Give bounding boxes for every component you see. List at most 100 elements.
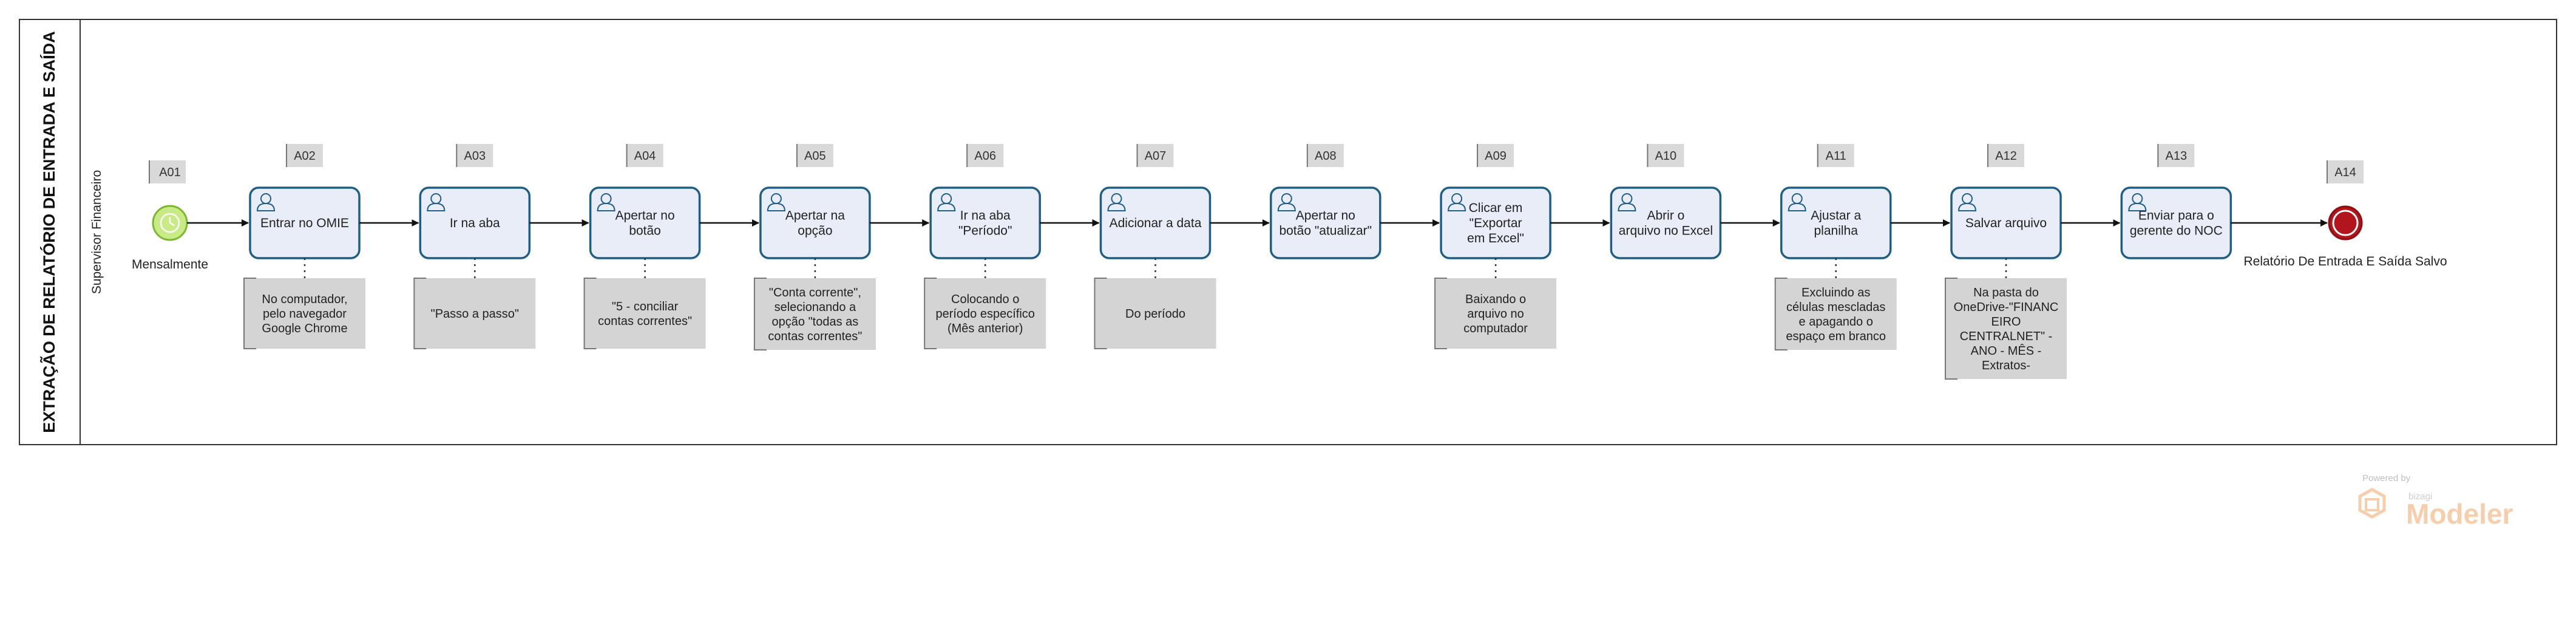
user-icon-body [427,202,446,211]
annotation-text-line: "5 - conciliar [612,300,679,313]
task-box[interactable] [759,186,871,259]
task-label-line: arquivo no Excel [1619,224,1713,238]
task-box[interactable] [2120,186,2232,259]
annotation-text-line: opção "todas as [772,315,859,329]
annotation-text-line: arquivo no [1467,307,1524,321]
task-id-tab [2158,144,2195,167]
task-label: Entrar no OMIE [260,216,349,230]
annotation-bracket [1094,278,1107,349]
task-id: A03 [464,149,486,163]
task-box[interactable] [1780,186,1892,259]
branding-product: Modeler [2406,498,2513,530]
task-label-line: Ir na aba [960,209,1011,223]
user-task-icon [1107,193,1126,211]
annotation-text-line: Na pasta do [1973,286,2039,299]
annotation-box[interactable] [1775,278,1897,350]
user-task-icon [1618,193,1636,211]
annotation-bracket [1434,278,1448,349]
task-label-line: gerente do NOC [2130,224,2223,238]
annotation-text-line: Baixando o [1465,293,1526,306]
start-event-id-tab [149,160,186,183]
task-id-tab [456,144,493,167]
task-id: A10 [1655,149,1677,163]
task-label-line: Entrar no OMIE [260,216,349,230]
task-label: Ir na aba [450,216,500,230]
annotation-bracket [583,278,597,349]
task-box[interactable] [929,186,1041,259]
annotation-bracket [243,278,256,349]
annotation-text-line: "Conta corrente", [769,286,861,299]
annotation-box[interactable] [244,278,365,349]
task-id-tab [286,144,323,167]
annotation-bracket [1774,278,1788,350]
task-label-line: botão [629,224,661,238]
task-id: A08 [1315,149,1337,163]
pool-title: EXTRAÇÃO DE RELATÓRIO DE ENTRADA E SAÍDA [39,31,58,433]
user-task-icon [1957,193,1977,211]
annotation-box[interactable] [1094,278,1216,349]
annotation-box[interactable] [924,278,1046,349]
task-id: A12 [1995,149,2017,163]
user-task-icon [1788,193,1806,211]
task-label-line: em Excel" [1467,231,1524,245]
task-id-tab [1817,144,1854,167]
task-id: A02 [294,149,316,163]
annotation-text-line: espaço em branco [1786,330,1886,343]
task-id: A04 [634,149,656,163]
user-task-icon [1277,193,1296,211]
user-icon-body [937,202,956,211]
user-icon-body [1957,202,1977,211]
annotation-box[interactable] [754,278,876,350]
task-label: Ir na aba"Período" [958,209,1012,238]
task-id: A05 [804,149,826,163]
user-icon-body [1448,202,1466,211]
annotation-box[interactable] [584,278,706,349]
annotation-bracket [413,278,427,349]
task-label-line: "Período" [958,224,1012,238]
annotation-bracket [924,278,937,349]
annotation-text: Do período [1125,307,1185,321]
task-label: Salvar arquivo [1965,216,2047,230]
annotation-text-line: ANO - MÊS - [1971,344,2042,358]
annotation-box[interactable] [414,278,536,349]
annotation-box[interactable] [1945,278,2067,379]
bizagi-logo-icon [2358,488,2386,519]
end-event[interactable]: A14 Relatório De Entrada E Saída Salvo [2243,160,2447,268]
user-icon-body [1788,202,1806,211]
task-box[interactable] [1270,186,1381,259]
annotation-text-line: computador [1463,322,1528,335]
task-label-line: Apertar na [785,209,845,223]
branding-powered-by: Powered by [2362,473,2411,484]
user-icon-body [256,202,276,211]
user-icon-body [2128,202,2147,211]
start-event[interactable]: A01 Mensalmente [132,160,208,272]
annotation-box[interactable] [1435,278,1557,349]
task-box[interactable] [589,186,701,259]
start-event-id: A01 [159,166,181,179]
task-box[interactable] [1610,186,1722,259]
task-id-tab [626,144,663,167]
branding-vendor: bizagi [2408,491,2432,502]
annotation-text-line: selecionando a [774,301,856,314]
annotation-text-line: No computador, [262,293,347,306]
